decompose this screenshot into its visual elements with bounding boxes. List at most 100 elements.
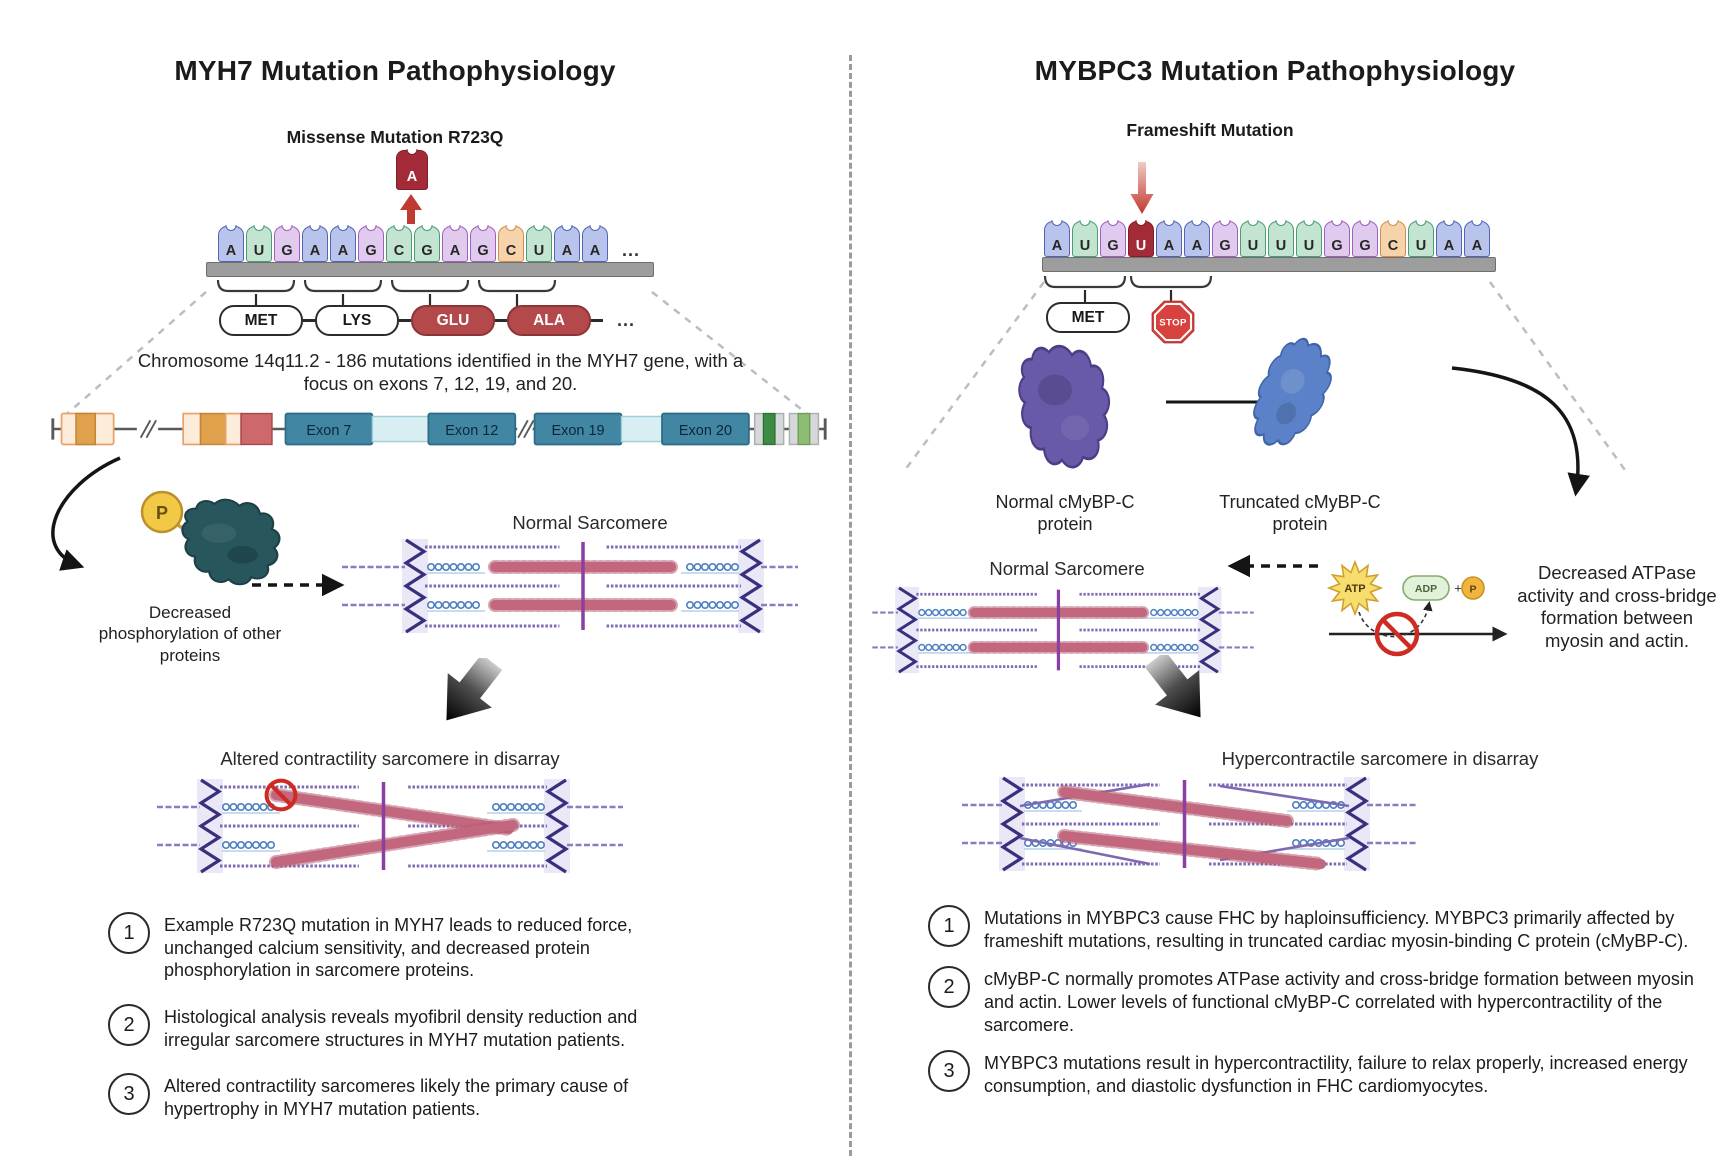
note-number: 3 bbox=[928, 1050, 970, 1093]
atp-hydrolysis-diagram: ATP ADP + P bbox=[1326, 560, 1508, 657]
nucleotide-tile: U bbox=[1408, 221, 1434, 257]
right-subtitle: Frameshift Mutation bbox=[1126, 120, 1294, 140]
mutation-down-arrow-icon bbox=[1130, 162, 1154, 214]
svg-text:STOP: STOP bbox=[1159, 318, 1187, 329]
exon20-label: Exon 20 bbox=[679, 423, 732, 439]
nucleotide-tile: G bbox=[1324, 221, 1350, 257]
curved-arrow-right-icon bbox=[1451, 366, 1590, 497]
gene-exon-map: Exon 7 Exon 12 Exon 19 Exon 20 bbox=[51, 412, 827, 446]
exon19-label: Exon 19 bbox=[551, 423, 604, 439]
note-text: cMyBP-C normally promotes ATPase activit… bbox=[984, 969, 1694, 1035]
exon12-block bbox=[427, 412, 517, 446]
nucleotide-tile: C bbox=[1380, 221, 1406, 257]
note-text: MYBPC3 mutations result in hypercontract… bbox=[984, 1053, 1688, 1097]
note-number: 2 bbox=[928, 966, 970, 1009]
codon-pill: GLU bbox=[411, 305, 495, 336]
normal-sarcomere-label-left: Normal Sarcomere bbox=[512, 512, 668, 533]
nucleotide-tile: U bbox=[526, 226, 552, 262]
nucleotide-tile: G bbox=[1352, 221, 1378, 257]
svg-text:P: P bbox=[1469, 584, 1476, 596]
atp-starburst-icon bbox=[1326, 560, 1384, 617]
nucleotide-tile: A bbox=[218, 226, 244, 262]
normal-protein-label: Normal cMyBP-C protein bbox=[995, 492, 1135, 534]
nucleotide-tile: A bbox=[1156, 221, 1182, 257]
note-text: Example R723Q mutation in MYH7 leads to … bbox=[164, 915, 633, 981]
nucleotide-tile: G bbox=[414, 226, 440, 262]
truncated-protein-label: Truncated cMyBP-C protein bbox=[1219, 492, 1381, 534]
exon7-label: Exon 7 bbox=[306, 423, 351, 439]
notes-list-right: 1 Mutations in MYBPC3 cause FHC by haploi… bbox=[928, 905, 1708, 1098]
svg-text:+: + bbox=[1454, 581, 1462, 596]
mrna-strand-right bbox=[1042, 257, 1496, 272]
red-exon-block bbox=[240, 412, 273, 446]
atpase-caption: Decreased ATPase activity and cross-brid… bbox=[1517, 562, 1717, 651]
exon12-label: Exon 12 bbox=[445, 423, 498, 439]
no-symbol-icon bbox=[1374, 611, 1420, 657]
codon-connector bbox=[591, 319, 603, 322]
magnify-dashes-right bbox=[903, 281, 1627, 471]
big-arrow-down-left-icon bbox=[446, 658, 503, 721]
truncated-cmybpc-blob bbox=[1253, 337, 1332, 446]
inserted-nucleotide-left: A bbox=[396, 150, 428, 190]
nucleotide-tile: G bbox=[274, 226, 300, 262]
left-title: MYH7 Mutation Pathophysiology bbox=[174, 55, 616, 86]
normal-sarcomere-right bbox=[872, 586, 1254, 674]
stop-sign-icon: STOP bbox=[1151, 300, 1195, 344]
nucleotide-tile: G bbox=[358, 226, 384, 262]
nucleotide-tile: U bbox=[246, 226, 272, 262]
nucleotide-tile: U bbox=[1296, 221, 1322, 257]
nucleotide-tile: U bbox=[1240, 221, 1266, 257]
nucleotide-tile: A bbox=[1464, 221, 1490, 257]
altered-sarcomere bbox=[157, 778, 623, 874]
svg-text:ADP: ADP bbox=[1415, 583, 1437, 595]
hypercontractile-sarcomere bbox=[962, 776, 1418, 872]
nucleotide-tile: A bbox=[1044, 221, 1070, 257]
big-arrow-down-right-icon bbox=[1144, 655, 1201, 718]
note-number: 2 bbox=[108, 1004, 150, 1047]
exon20-block bbox=[661, 412, 750, 446]
sequence-ellipsis-left: ... bbox=[622, 240, 641, 260]
codon-connector bbox=[399, 319, 411, 322]
phosphate-icon bbox=[140, 490, 184, 534]
normal-cmybpc-blob bbox=[1018, 344, 1110, 469]
codon-pill: ALA bbox=[507, 305, 591, 336]
note-item: 2 Histological analysis reveals myofibril… bbox=[108, 1004, 708, 1051]
nucleotide-tile: G bbox=[470, 226, 496, 262]
nucleotide-tile: C bbox=[498, 226, 524, 262]
mrna-strand-left bbox=[206, 262, 654, 277]
note-item: 1 Example R723Q mutation in MYH7 leads to… bbox=[108, 912, 708, 982]
note-item: 3 MYBPC3 mutations result in hypercontrac… bbox=[928, 1050, 1708, 1097]
codon-pill: MET bbox=[1046, 302, 1130, 333]
nucleotide-tile: A bbox=[302, 226, 328, 262]
note-item: 1 Mutations in MYBPC3 cause FHC by haploi… bbox=[928, 905, 1708, 952]
nucleotide-tile: A bbox=[1184, 221, 1210, 257]
panel-divider bbox=[849, 55, 852, 1156]
note-text: Histological analysis reveals myofibril … bbox=[164, 1007, 638, 1050]
phosphate-icon bbox=[1461, 576, 1485, 600]
codon-connector bbox=[495, 319, 507, 322]
nucleotide-tile: A bbox=[330, 226, 356, 262]
codon-pill: MET bbox=[219, 305, 303, 336]
note-number: 1 bbox=[928, 905, 970, 947]
no-symbol-icon bbox=[264, 778, 298, 812]
codon-connector bbox=[303, 319, 315, 322]
note-number: 1 bbox=[108, 912, 150, 954]
normal-sarcomere-label-right: Normal Sarcomere bbox=[989, 558, 1145, 579]
nucleotide-tile: A bbox=[442, 226, 468, 262]
nucleotide-tile: C bbox=[386, 226, 412, 262]
note-text: Mutations in MYBPC3 cause FHC by haploin… bbox=[984, 908, 1689, 951]
nucleotide-tile: U bbox=[1072, 221, 1098, 257]
note-text: Altered contractility sarcomeres likely … bbox=[164, 1076, 629, 1120]
nucleotide-tile: U bbox=[1268, 221, 1294, 257]
note-item: 2 cMyBP-C normally promotes ATPase activi… bbox=[928, 966, 1708, 1036]
phospho-protein-blob: P bbox=[140, 490, 281, 586]
nucleotide-tile: A bbox=[554, 226, 580, 262]
left-subtitle: Missense Mutation R723Q bbox=[286, 127, 504, 147]
nucleotide-tile: G bbox=[1100, 221, 1126, 257]
svg-text:ATP: ATP bbox=[1344, 583, 1365, 595]
gene-break-icon bbox=[139, 419, 157, 439]
